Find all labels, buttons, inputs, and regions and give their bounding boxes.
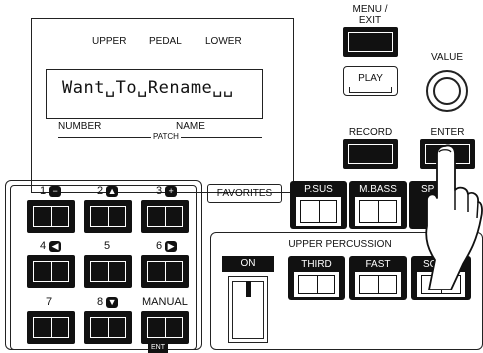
favorites-label: FAVORITES <box>207 184 282 203</box>
mbass-tab[interactable]: M.BASS <box>349 181 407 229</box>
lcd-patch-label: PATCH <box>151 132 181 141</box>
mbass-label: M.BASS <box>349 181 407 195</box>
value-knob-center <box>433 77 461 105</box>
enter-label: ENTER <box>420 127 475 138</box>
menu-exit-button[interactable] <box>343 27 398 57</box>
number-underline <box>46 118 96 119</box>
upper-percussion-title: UPPER PERCUSSION <box>240 239 440 250</box>
fav-3-button[interactable] <box>141 200 189 233</box>
ent-badge: ENT <box>148 343 168 353</box>
lcd-name-label: NAME <box>176 121 205 132</box>
fav-5-button[interactable] <box>84 255 132 288</box>
up-icon: ▲ <box>106 186 118 197</box>
perc-fast-label: FAST <box>349 256 407 270</box>
fav-1-button[interactable] <box>27 200 75 233</box>
plus-icon: + <box>165 186 177 197</box>
fav-6-button[interactable] <box>141 255 189 288</box>
fav-1-label: 1− <box>40 185 61 197</box>
pointing-hand-icon <box>415 140 483 290</box>
fav-3-label: 3+ <box>156 185 177 197</box>
psus-tab[interactable]: P.SUS <box>290 181 347 229</box>
fav-4-button[interactable] <box>27 255 75 288</box>
perc-fast-tab[interactable]: FAST <box>349 256 407 300</box>
record-label: RECORD <box>343 127 398 138</box>
manual-button[interactable] <box>141 311 189 344</box>
fav-2-label: 2▲ <box>97 185 118 197</box>
fav-7-button[interactable] <box>27 311 75 344</box>
perc-third-label: THIRD <box>288 256 345 270</box>
value-label: VALUE <box>422 52 472 63</box>
fav-5-label: 5 <box>104 240 110 252</box>
play-label: PLAY <box>344 73 397 84</box>
menu-exit-label: MENU / EXIT <box>340 4 400 26</box>
record-button[interactable] <box>343 139 398 169</box>
down-icon: ▼ <box>106 297 118 308</box>
perc-on-tab: ON <box>222 256 274 272</box>
perc-third-tab[interactable]: THIRD <box>288 256 345 300</box>
fav-7-label: 7 <box>46 296 52 308</box>
lcd-number-label: NUMBER <box>58 121 101 132</box>
manual-label: MANUAL <box>142 296 188 308</box>
perc-on-indicator <box>246 281 251 297</box>
minus-icon: − <box>49 186 61 197</box>
lcd-label-pedal: PEDAL <box>149 36 182 47</box>
right-icon: ▶ <box>165 241 177 252</box>
left-icon: ◀ <box>49 241 61 252</box>
play-button[interactable]: PLAY <box>343 66 398 96</box>
fav-8-button[interactable] <box>84 311 132 344</box>
lcd-label-upper: UPPER <box>92 36 126 47</box>
fav-8-label: 8▼ <box>97 296 118 308</box>
lcd-display-text: Want␣To␣Rename␣␣ <box>62 78 234 98</box>
name-underline <box>110 118 263 119</box>
fav-6-label: 6▶ <box>156 240 177 252</box>
fav-4-label: 4◀ <box>40 240 61 252</box>
fav-2-button[interactable] <box>84 200 132 233</box>
lcd-label-lower: LOWER <box>205 36 242 47</box>
psus-label: P.SUS <box>290 181 347 195</box>
